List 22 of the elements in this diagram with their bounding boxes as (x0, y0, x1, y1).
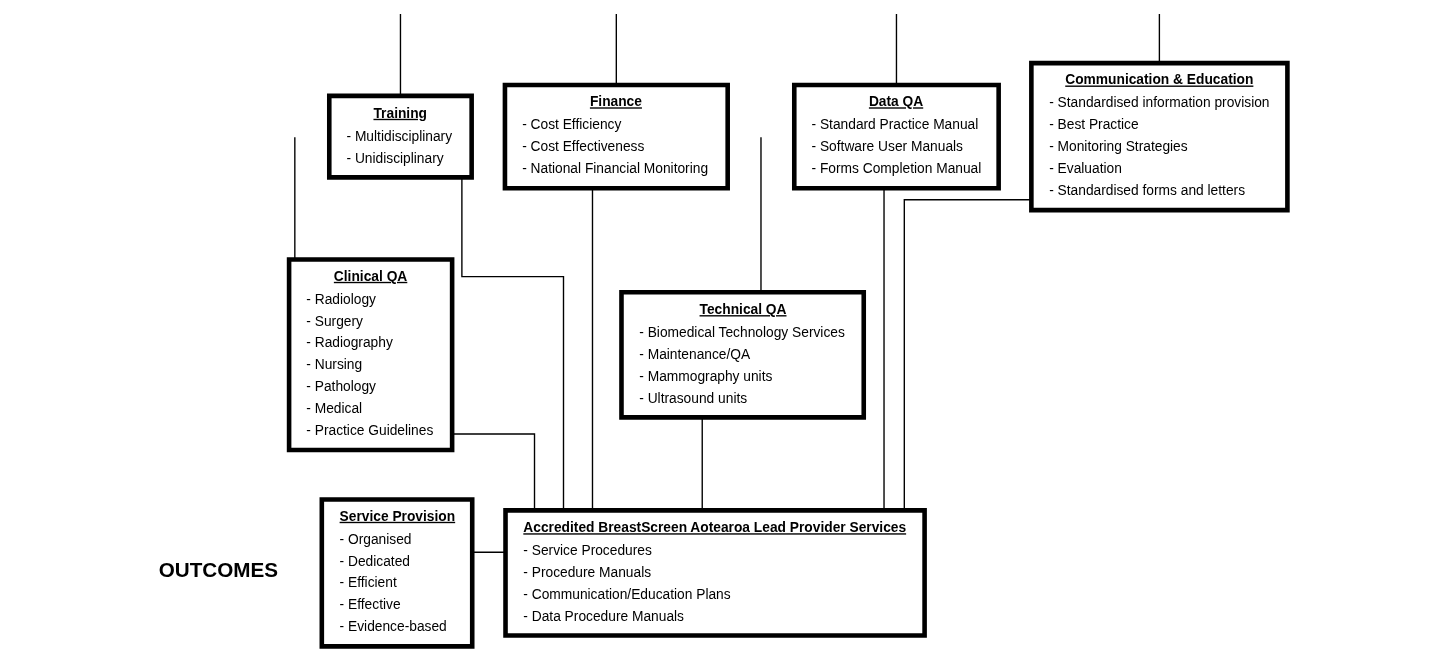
connector (615, 13, 617, 86)
connector (399, 13, 401, 97)
node-box: Training - Multidisciplinary - Unidisciplinary (326, 93, 474, 180)
node-box: Finance - Cost Efficiency - Cost Effectiveness - National Financial Monitoring (502, 82, 730, 191)
node-box: Communication & Education - Standardised information provision - Best Practice - Monitoring Strategies - Evaluation - Standardised forms and letters (1028, 60, 1290, 213)
connector (701, 416, 703, 511)
node-box: Clinical QA - Radiology - Surgery - Radiography - Nursing - Pathology - Medical - Practice Guidelines (286, 257, 454, 453)
connector (1158, 13, 1160, 64)
connector (471, 551, 506, 553)
connector (460, 176, 564, 511)
connector (882, 187, 885, 511)
node-box: Accredited BreastScreen Aotearoa Lead Provider Services - Service Procedures - Procedure Manuals - Communication/Education Plans - Data Procedure Manuals (502, 508, 927, 638)
node-box: Data QA - Standard Practice Manual - Software User Manuals - Forms Completion Manual (791, 82, 1001, 191)
connector (451, 433, 535, 511)
connector (903, 199, 1032, 511)
connector (895, 13, 897, 86)
connector (759, 136, 762, 293)
node-box: Technical QA - Biomedical Technology Services - Maintenance/QA - Mammography units - Ultrasound units (618, 289, 866, 420)
connector (591, 187, 593, 511)
connector (293, 136, 295, 261)
node-box: Service Provision - Organised - Dedicated - Efficient - Effective - Evidence-based (319, 497, 474, 649)
label: OUTCOMES (158, 557, 278, 581)
